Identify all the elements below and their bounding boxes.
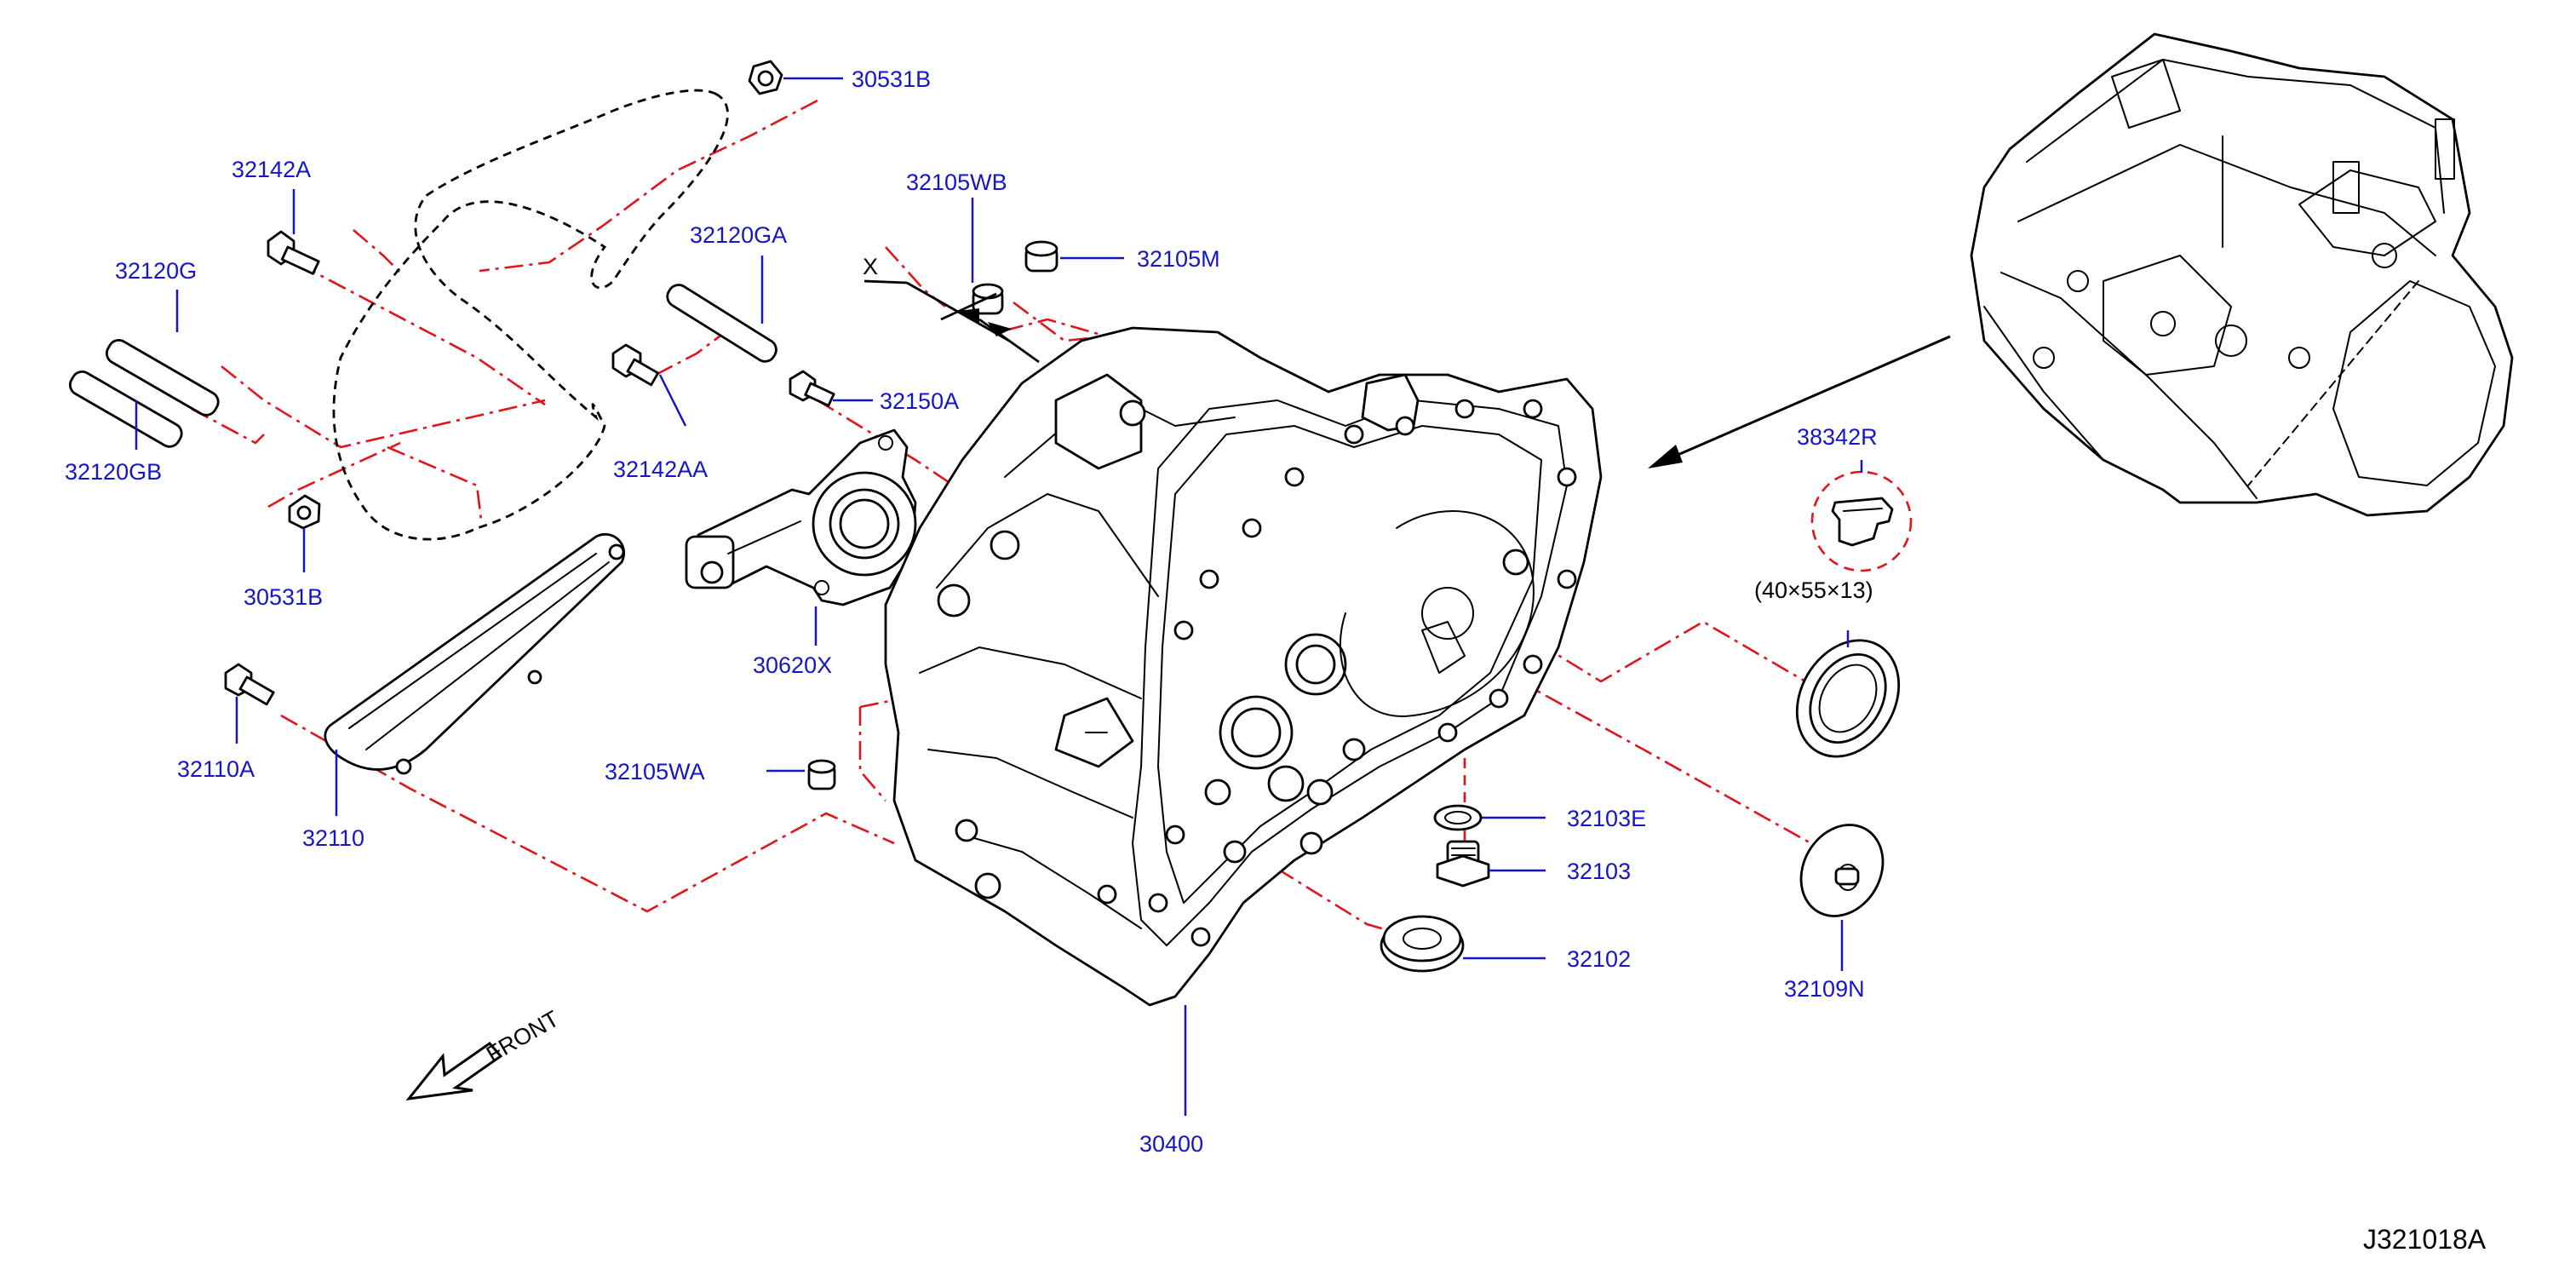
diagram-code: J321018A: [2363, 1224, 2487, 1255]
front-label: FRONT: [482, 1006, 564, 1067]
label-32103: 32103: [1567, 859, 1631, 884]
bolt-32110a: [224, 663, 275, 706]
label-32150a: 32150A: [880, 388, 959, 414]
washer-32103e: [1433, 804, 1483, 831]
oil-seal-38342r-detail: [1810, 470, 1913, 572]
label-30400: 30400: [1139, 1131, 1203, 1157]
label-32102: 32102: [1567, 946, 1631, 972]
dowel-32105wa: [807, 759, 836, 790]
front-arrow-icon: [405, 1041, 503, 1100]
bolt-32150a: [789, 370, 835, 407]
label-32142a: 32142A: [232, 157, 311, 182]
label-32120g: 32120G: [115, 258, 197, 284]
label-32105wa: 32105WA: [605, 759, 705, 784]
bolt-32142aa: [611, 343, 660, 387]
label-30620x: 30620X: [753, 652, 832, 678]
nut-30531b-bottom: [288, 494, 321, 530]
clutch-housing-30400: [884, 326, 1603, 1007]
label-32142aa: 32142AA: [613, 457, 708, 482]
seal-32102: [1380, 915, 1465, 973]
label-30531b-top: 30531B: [852, 66, 931, 92]
plug-32109n: [1799, 824, 1885, 917]
label-32105m: 32105M: [1137, 246, 1220, 272]
label-32120gb: 32120GB: [65, 459, 162, 485]
cover-plate-32110: [324, 533, 625, 775]
label-32105wb: 32105WB: [906, 169, 1007, 195]
label-38342r-size: (40×55×13): [1754, 577, 1873, 603]
label-30531b-bottom: 30531B: [244, 584, 323, 610]
view-arrow-head-icon: [1648, 445, 1683, 468]
label-32110a: 32110A: [177, 756, 255, 782]
stud-32120ga: [666, 284, 777, 363]
oil-seal-38342r: [1795, 639, 1901, 758]
drain-plug-32103: [1436, 840, 1490, 888]
label-38342r: 38342R: [1797, 424, 1878, 450]
label-32109n: 32109N: [1784, 976, 1865, 1002]
cover-plate-outline: [332, 89, 729, 541]
bolt-32142a: [267, 230, 320, 275]
marker-arrow-icon-2: [988, 322, 1012, 336]
view-arrow: [1655, 335, 1951, 466]
plug-32105m: [1024, 240, 1059, 273]
transmission-assembly-illustration: [1970, 32, 2514, 517]
label-32120ga: 32120GA: [690, 222, 787, 248]
label-32110: 32110: [302, 825, 364, 851]
leader-lines: [135, 77, 1863, 1116]
marker-arrow-icon: [958, 308, 979, 324]
release-bearing-30620x: [685, 428, 917, 606]
stud-32120gb: [68, 370, 183, 448]
label-32103e: 32103E: [1567, 806, 1646, 831]
stud-32120g: [105, 338, 220, 417]
view-marker-x: X: [863, 254, 878, 279]
nut-30531b-top: [748, 60, 783, 95]
